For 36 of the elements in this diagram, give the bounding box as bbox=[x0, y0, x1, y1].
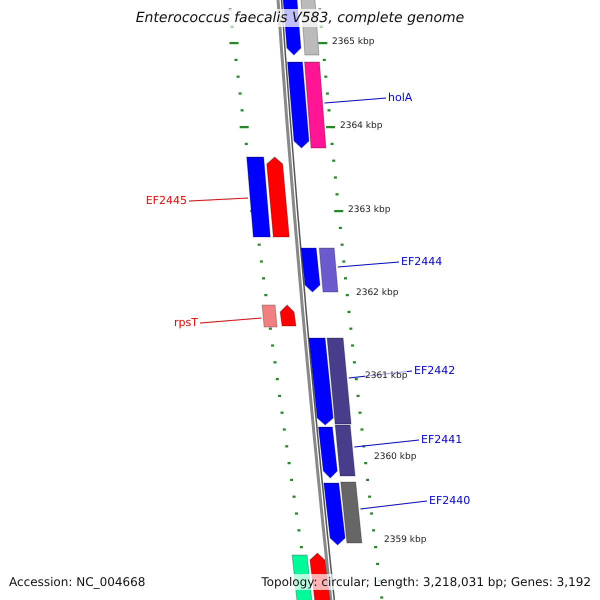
gene-label: EF2442 bbox=[414, 364, 456, 377]
gene-label: EF2445 bbox=[146, 194, 187, 207]
gene-bar bbox=[340, 482, 362, 544]
pointed-gene-block bbox=[280, 304, 297, 326]
tick-label: 2365 kbp bbox=[332, 37, 374, 48]
gene-bar bbox=[318, 248, 339, 292]
gene-label: EF2440 bbox=[429, 494, 470, 507]
gene-label: rpsT bbox=[174, 316, 198, 329]
leader-line bbox=[200, 318, 262, 324]
pointed-gene-block bbox=[286, 62, 310, 149]
pointed-gene-block bbox=[300, 248, 321, 293]
gene-bar bbox=[326, 338, 352, 424]
tick-label: 2362 kbp bbox=[356, 288, 398, 299]
gene-bar bbox=[304, 62, 327, 148]
tick-label: 2361 kbp bbox=[365, 371, 408, 382]
tick-label: 2359 kbp bbox=[384, 535, 426, 546]
gene-bar bbox=[262, 304, 278, 328]
gene-label: EF2444 bbox=[401, 255, 442, 268]
leader-line bbox=[188, 198, 248, 202]
gene-bar bbox=[246, 156, 271, 238]
leader-line bbox=[360, 500, 428, 510]
tick-label: 2363 kbp bbox=[348, 205, 390, 216]
leader-line bbox=[337, 262, 400, 268]
tick-label: 2360 kbp bbox=[374, 452, 416, 463]
gene-label: holA bbox=[388, 91, 412, 104]
genome-stats-text: Topology: circular; Length: 3,218,031 bp; Genes: 3,192 bbox=[261, 574, 591, 590]
gene-label: EF2441 bbox=[421, 433, 462, 446]
pointed-gene-block bbox=[323, 482, 346, 546]
leader-line bbox=[348, 370, 412, 378]
accession-text: Accession: NC_004668 bbox=[9, 574, 146, 590]
tick-label: 2364 kbp bbox=[340, 121, 382, 132]
pointed-gene-block bbox=[266, 156, 290, 238]
gene-bar bbox=[334, 424, 356, 476]
leader-line bbox=[324, 98, 386, 104]
pointed-gene-block bbox=[318, 426, 338, 479]
leader-line bbox=[354, 440, 420, 448]
